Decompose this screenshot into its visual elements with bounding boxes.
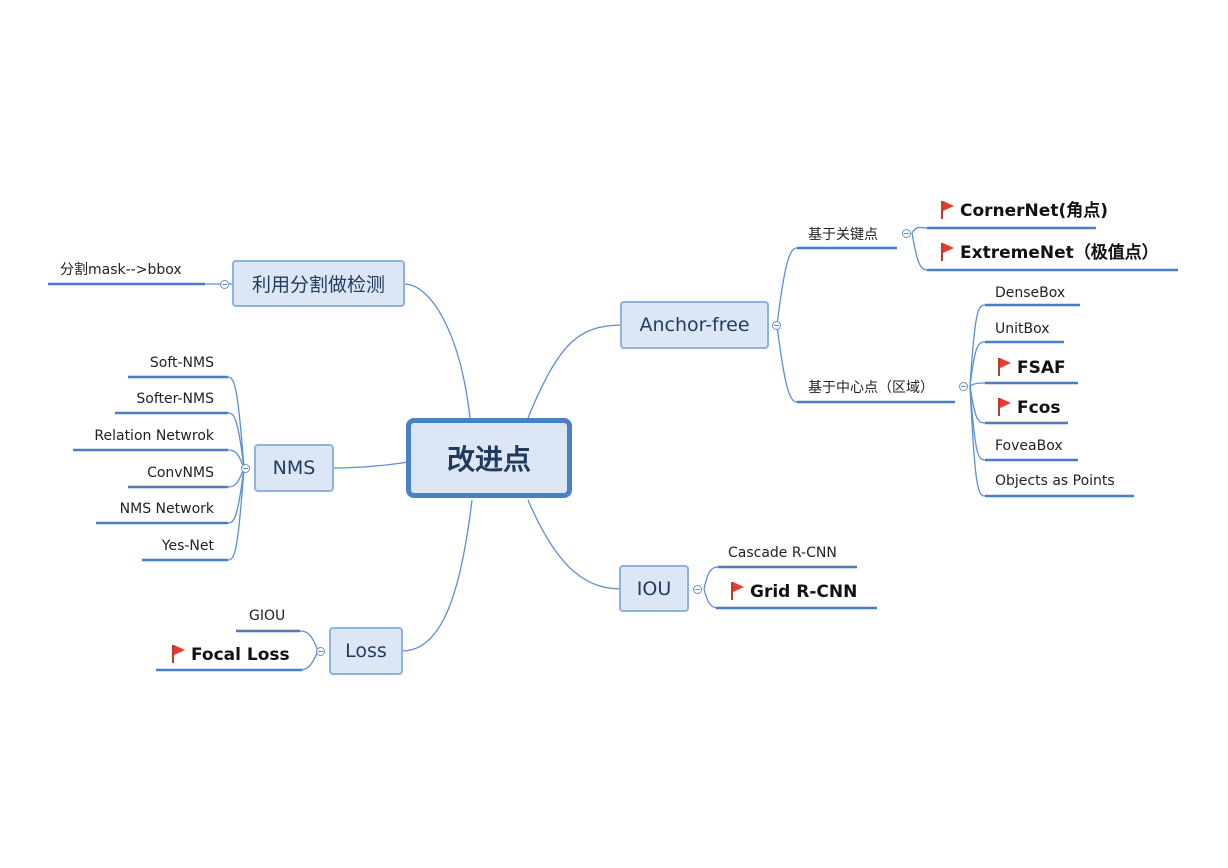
- link-kp-cornernet: [911, 226, 928, 234]
- leaf-convnms[interactable]: ConvNMS: [147, 464, 214, 482]
- branch-nms[interactable]: NMS: [254, 444, 334, 492]
- branch-nms-label: NMS: [272, 457, 316, 479]
- flag-icon: [997, 398, 1011, 416]
- collapse-keypoint-icon[interactable]: [902, 229, 911, 238]
- collapse-seg-icon[interactable]: [220, 280, 229, 289]
- link-loss-focal: [299, 650, 319, 671]
- leaf-fsaf[interactable]: FSAF: [997, 357, 1066, 379]
- leaf-seg-mask-label: 分割mask-->bbox: [60, 262, 182, 278]
- link-central-seg: [404, 283, 471, 419]
- leaf-softer-nms-label: Softer-NMS: [136, 391, 214, 407]
- branch-anchor-free[interactable]: Anchor-free: [620, 301, 769, 349]
- leaf-nms-network[interactable]: NMS Network: [120, 500, 214, 518]
- link-af-center: [776, 324, 798, 403]
- branch-seg-label: 利用分割做检测: [251, 274, 385, 296]
- central-topic[interactable]: 改进点: [406, 418, 572, 498]
- flag-icon: [997, 358, 1011, 376]
- subtopic-center[interactable]: 基于中心点（区域）: [808, 379, 934, 397]
- link-iou-cascade: [703, 566, 719, 590]
- leaf-relation-network[interactable]: Relation Netwrok: [94, 427, 214, 445]
- branch-iou-label: IOU: [636, 577, 672, 600]
- leaf-yes-net-label: Yes-Net: [161, 538, 214, 554]
- link-kp-extremenet: [911, 232, 928, 271]
- leaf-cornernet[interactable]: CornerNet(角点): [940, 200, 1108, 222]
- link-af-keypoint: [776, 247, 798, 326]
- subtopic-keypoint-label: 基于关键点: [808, 227, 878, 243]
- link-c-objects: [969, 385, 986, 497]
- leaf-focal-loss[interactable]: Focal Loss: [171, 644, 290, 666]
- link-central-iou: [527, 499, 621, 590]
- leaf-convnms-label: ConvNMS: [147, 465, 214, 481]
- leaf-soft-nms-label: Soft-NMS: [149, 355, 214, 371]
- leaf-soft-nms[interactable]: Soft-NMS: [150, 354, 214, 372]
- collapse-loss-icon[interactable]: [316, 647, 325, 656]
- leaf-unitbox[interactable]: UnitBox: [995, 320, 1050, 338]
- leaf-unitbox-label: UnitBox: [995, 321, 1050, 337]
- branch-loss-label: Loss: [345, 640, 387, 662]
- branch-iou[interactable]: IOU: [619, 565, 689, 612]
- flag-icon: [940, 201, 954, 219]
- flag-icon: [171, 645, 185, 663]
- leaf-densebox-label: DenseBox: [995, 285, 1066, 301]
- leaf-grid-rcnn-label: Grid R-CNN: [750, 582, 858, 602]
- leaf-extremenet-label: ExtremeNet（极值点）: [960, 243, 1159, 263]
- link-nms-2: [227, 412, 245, 469]
- leaf-cascade-rcnn-label: Cascade R-CNN: [728, 545, 837, 561]
- leaf-nms-network-label: NMS Network: [119, 501, 214, 517]
- leaf-fsaf-label: FSAF: [1017, 358, 1066, 378]
- subtopic-center-label: 基于中心点（区域）: [808, 380, 934, 396]
- link-c-densebox: [969, 304, 986, 387]
- flag-icon: [940, 243, 954, 261]
- leaf-grid-rcnn[interactable]: Grid R-CNN: [730, 581, 857, 603]
- leaf-foveabox[interactable]: FoveaBox: [995, 437, 1063, 455]
- central-topic-label: 改进点: [446, 443, 531, 476]
- leaf-giou[interactable]: GIOU: [249, 607, 285, 625]
- collapse-anchor-free-icon[interactable]: [772, 321, 781, 330]
- flag-icon: [730, 582, 744, 600]
- leaf-softer-nms[interactable]: Softer-NMS: [136, 390, 214, 408]
- link-c-unitbox: [969, 341, 986, 387]
- leaf-cornernet-label: CornerNet(角点): [960, 201, 1108, 221]
- leaf-yes-net[interactable]: Yes-Net: [162, 537, 214, 555]
- subtopic-keypoint[interactable]: 基于关键点: [808, 226, 878, 244]
- link-iou-grid: [703, 588, 719, 609]
- branch-loss[interactable]: Loss: [329, 627, 403, 675]
- leaf-fcos[interactable]: Fcos: [997, 397, 1061, 419]
- leaf-extremenet[interactable]: ExtremeNet（极值点）: [940, 242, 1159, 264]
- leaf-foveabox-label: FoveaBox: [995, 438, 1063, 454]
- collapse-nms-icon[interactable]: [241, 464, 250, 473]
- leaf-focal-loss-label: Focal Loss: [191, 645, 290, 665]
- branch-anchor-free-label: Anchor-free: [639, 314, 750, 336]
- link-central-loss: [402, 499, 473, 652]
- leaf-fcos-label: Fcos: [1017, 398, 1061, 418]
- leaf-densebox[interactable]: DenseBox: [995, 284, 1065, 302]
- branch-seg[interactable]: 利用分割做检测: [232, 260, 405, 307]
- collapse-center-icon[interactable]: [959, 382, 968, 391]
- link-central-nms: [333, 461, 409, 469]
- link-nms-6: [227, 467, 245, 561]
- link-loss-giou: [299, 630, 319, 652]
- leaf-cascade-rcnn[interactable]: Cascade R-CNN: [728, 544, 837, 562]
- leaf-seg-mask[interactable]: 分割mask-->bbox: [60, 261, 182, 279]
- leaf-objects-as-points-label: Objects as Points: [995, 473, 1115, 489]
- link-central-anchor-free: [527, 324, 622, 419]
- leaf-objects-as-points[interactable]: Objects as Points: [995, 472, 1115, 490]
- link-nms-1: [227, 376, 245, 469]
- collapse-iou-icon[interactable]: [693, 585, 702, 594]
- leaf-relation-network-label: Relation Netwrok: [94, 428, 214, 444]
- link-c-fsaf: [969, 382, 986, 387]
- leaf-giou-label: GIOU: [249, 608, 286, 624]
